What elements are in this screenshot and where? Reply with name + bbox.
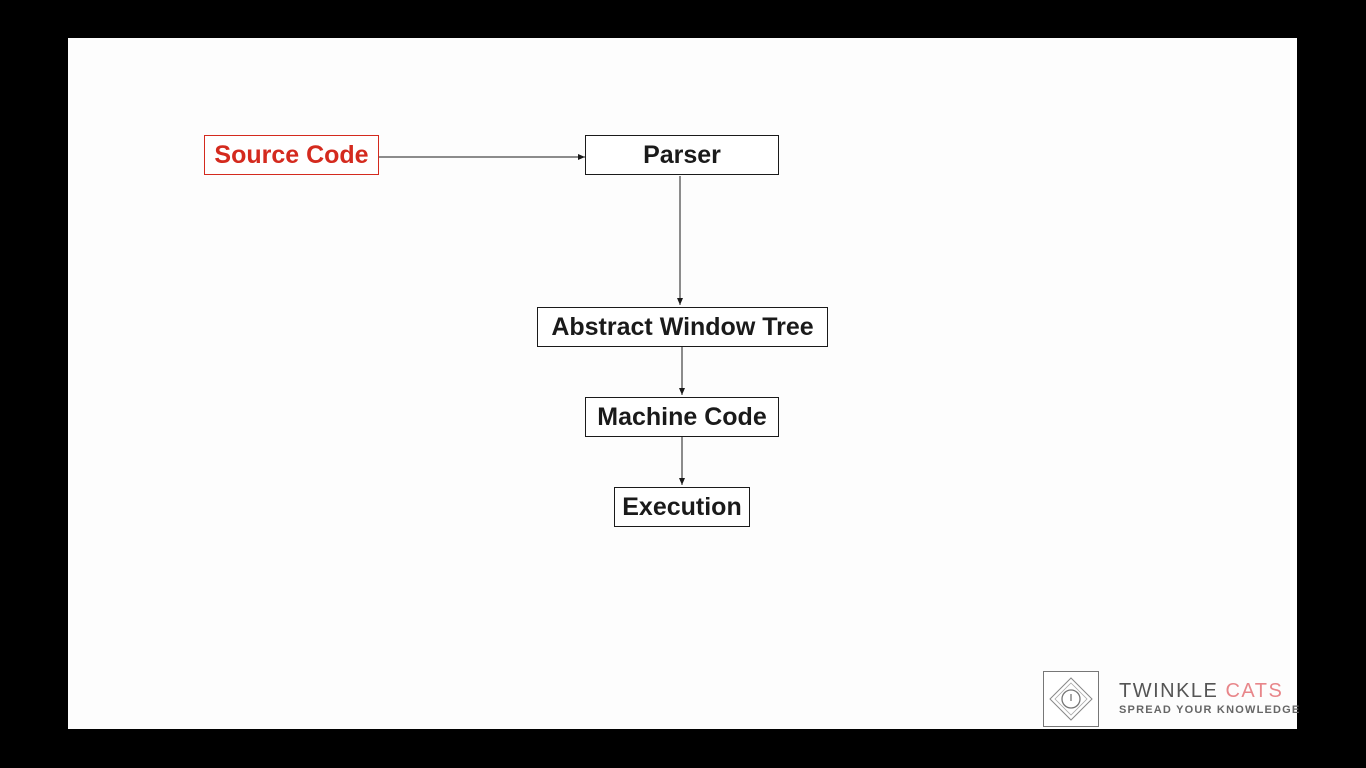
brand-tagline: SPREAD YOUR KNOWLEDGE	[1119, 704, 1301, 716]
brand-name-part1: TWINKLE	[1119, 680, 1219, 702]
node-machine-code: Machine Code	[585, 397, 779, 437]
node-parser: Parser	[585, 135, 779, 175]
node-abstract-window-tree: Abstract Window Tree	[537, 307, 828, 347]
brand-name: TWINKLE CATS	[1119, 680, 1283, 703]
brand-logo: TWINKLE CATS SPREAD YOUR KNOWLEDGE	[1043, 671, 1299, 727]
twinkle-cats-logo-icon	[1043, 671, 1099, 727]
node-source-code: Source Code	[204, 135, 379, 175]
node-execution: Execution	[614, 487, 750, 527]
brand-name-part2: CATS	[1225, 680, 1284, 702]
